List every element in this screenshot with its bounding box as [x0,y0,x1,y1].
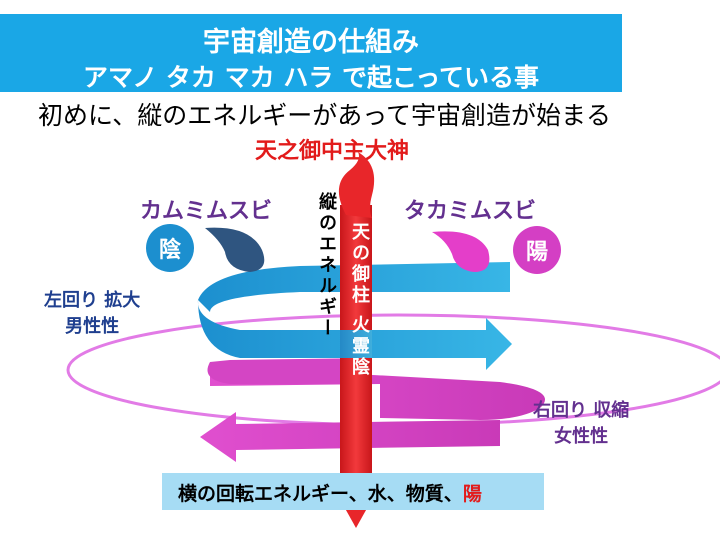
intro-text: 初めに、縦のエネルギーがあって宇宙創造が始まる [38,101,612,130]
bottom-caption-accent: 陽 [462,483,482,505]
left-rotation-text: 左回り 拡大 [44,290,141,311]
left-gender-text: 男性性 [65,316,120,337]
left-badge-circle [146,224,194,272]
bottom-banner [162,473,544,510]
page-title: 宇宙創造の仕組み [203,27,419,58]
bottom-caption: 横の回転エネルギー、水、物質、陽 [178,479,482,506]
top-deity-label: 天之御中主大神 [255,139,410,164]
bottom-caption-main: 横の回転エネルギー、水、物質、 [178,483,463,505]
right-rotation-label: 右回り 収縮 女性性 [533,398,629,450]
left-rotation-label: 左回り 拡大 男性性 [44,288,140,340]
right-spirit-icon [432,231,490,272]
flame-icon [338,152,375,218]
right-badge-circle [513,226,561,274]
kamimimusubi-label: カムミムスビ [140,199,273,224]
left-spirit-icon [205,227,265,272]
vertical-energy-label: 縦のエネルギー [316,192,337,339]
pillar-label: 天の御柱 火霊陰 [349,222,370,379]
page-subtitle: アマノ タカ マカ ハラ で起こっている事 [82,63,540,92]
right-rotation-text: 右回り 収縮 [533,400,630,421]
left-badge-text: 陰 [159,237,182,263]
cyan-band-front [340,330,372,358]
right-badge-text: 陽 [526,240,548,265]
header-banner: 宇宙創造の仕組み アマノ タカ マカ ハラ で起こっている事 [0,14,622,92]
right-gender-text: 女性性 [554,426,609,447]
magenta-band-upper [207,358,372,384]
takamimusubi-label: タカミムスビ [404,199,537,224]
